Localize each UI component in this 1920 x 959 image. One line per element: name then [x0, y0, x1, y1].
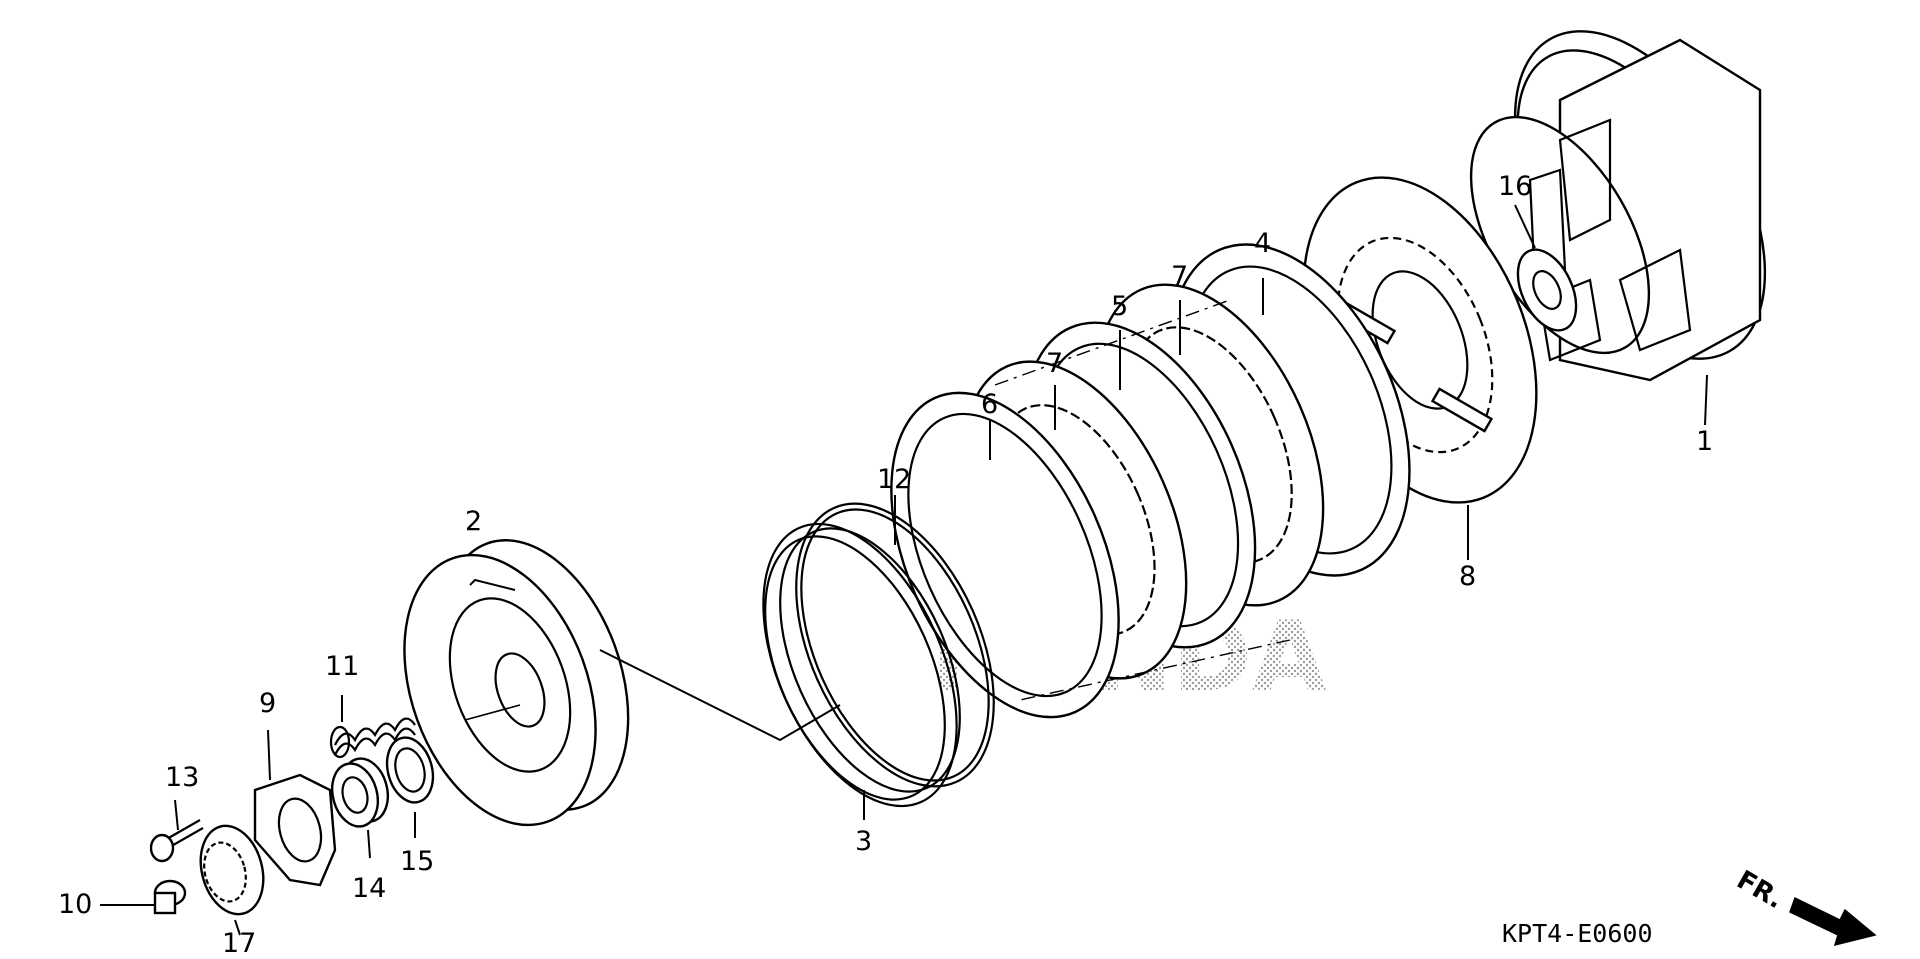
label-part-10: 10: [58, 889, 92, 920]
label-part-6: 6: [981, 389, 998, 420]
part-wire-ring: [795, 502, 995, 788]
label-part-7b: 7: [1171, 261, 1188, 292]
label-part-4: 4: [1254, 228, 1271, 259]
label-part-8: 8: [1459, 561, 1476, 592]
part-lifter-piece: [153, 879, 187, 915]
part-clutch-outer: [1469, 30, 1767, 382]
label-part-14: 14: [352, 873, 386, 904]
label-part-17: 17: [222, 928, 256, 959]
label-part-2: 2: [465, 506, 482, 537]
label-part-13: 13: [165, 762, 199, 793]
arrow-down-right-icon: [1789, 896, 1877, 947]
label-part-7a: 7: [1046, 348, 1063, 379]
label-part-11: 11: [325, 651, 359, 682]
label-part-9: 9: [259, 688, 276, 719]
part-judder-ring: [762, 522, 961, 808]
part-lock-washer: [1516, 248, 1578, 332]
part-bolt: [149, 819, 204, 863]
diagram-code: KPT4-E0600: [1502, 919, 1653, 948]
front-direction-indicator: FR.: [1732, 865, 1877, 947]
label-part-1: 1: [1696, 426, 1713, 457]
part-pressure-plate: [403, 539, 630, 827]
label-part-12: 12: [877, 464, 911, 495]
part-clutch-spring: [329, 717, 416, 759]
direction-label: FR.: [1732, 865, 1789, 915]
part-lifter-plate: [253, 773, 337, 887]
part-bearing: [199, 824, 265, 916]
assembly-outline: [994, 299, 1291, 701]
label-part-3: 3: [855, 826, 872, 857]
label-part-16: 16: [1498, 171, 1532, 202]
leader-lines: [100, 204, 1708, 936]
label-part-15: 15: [400, 846, 434, 877]
part-lifter-guide: [330, 757, 390, 828]
label-part-5: 5: [1111, 291, 1128, 322]
part-washer: [385, 736, 435, 804]
